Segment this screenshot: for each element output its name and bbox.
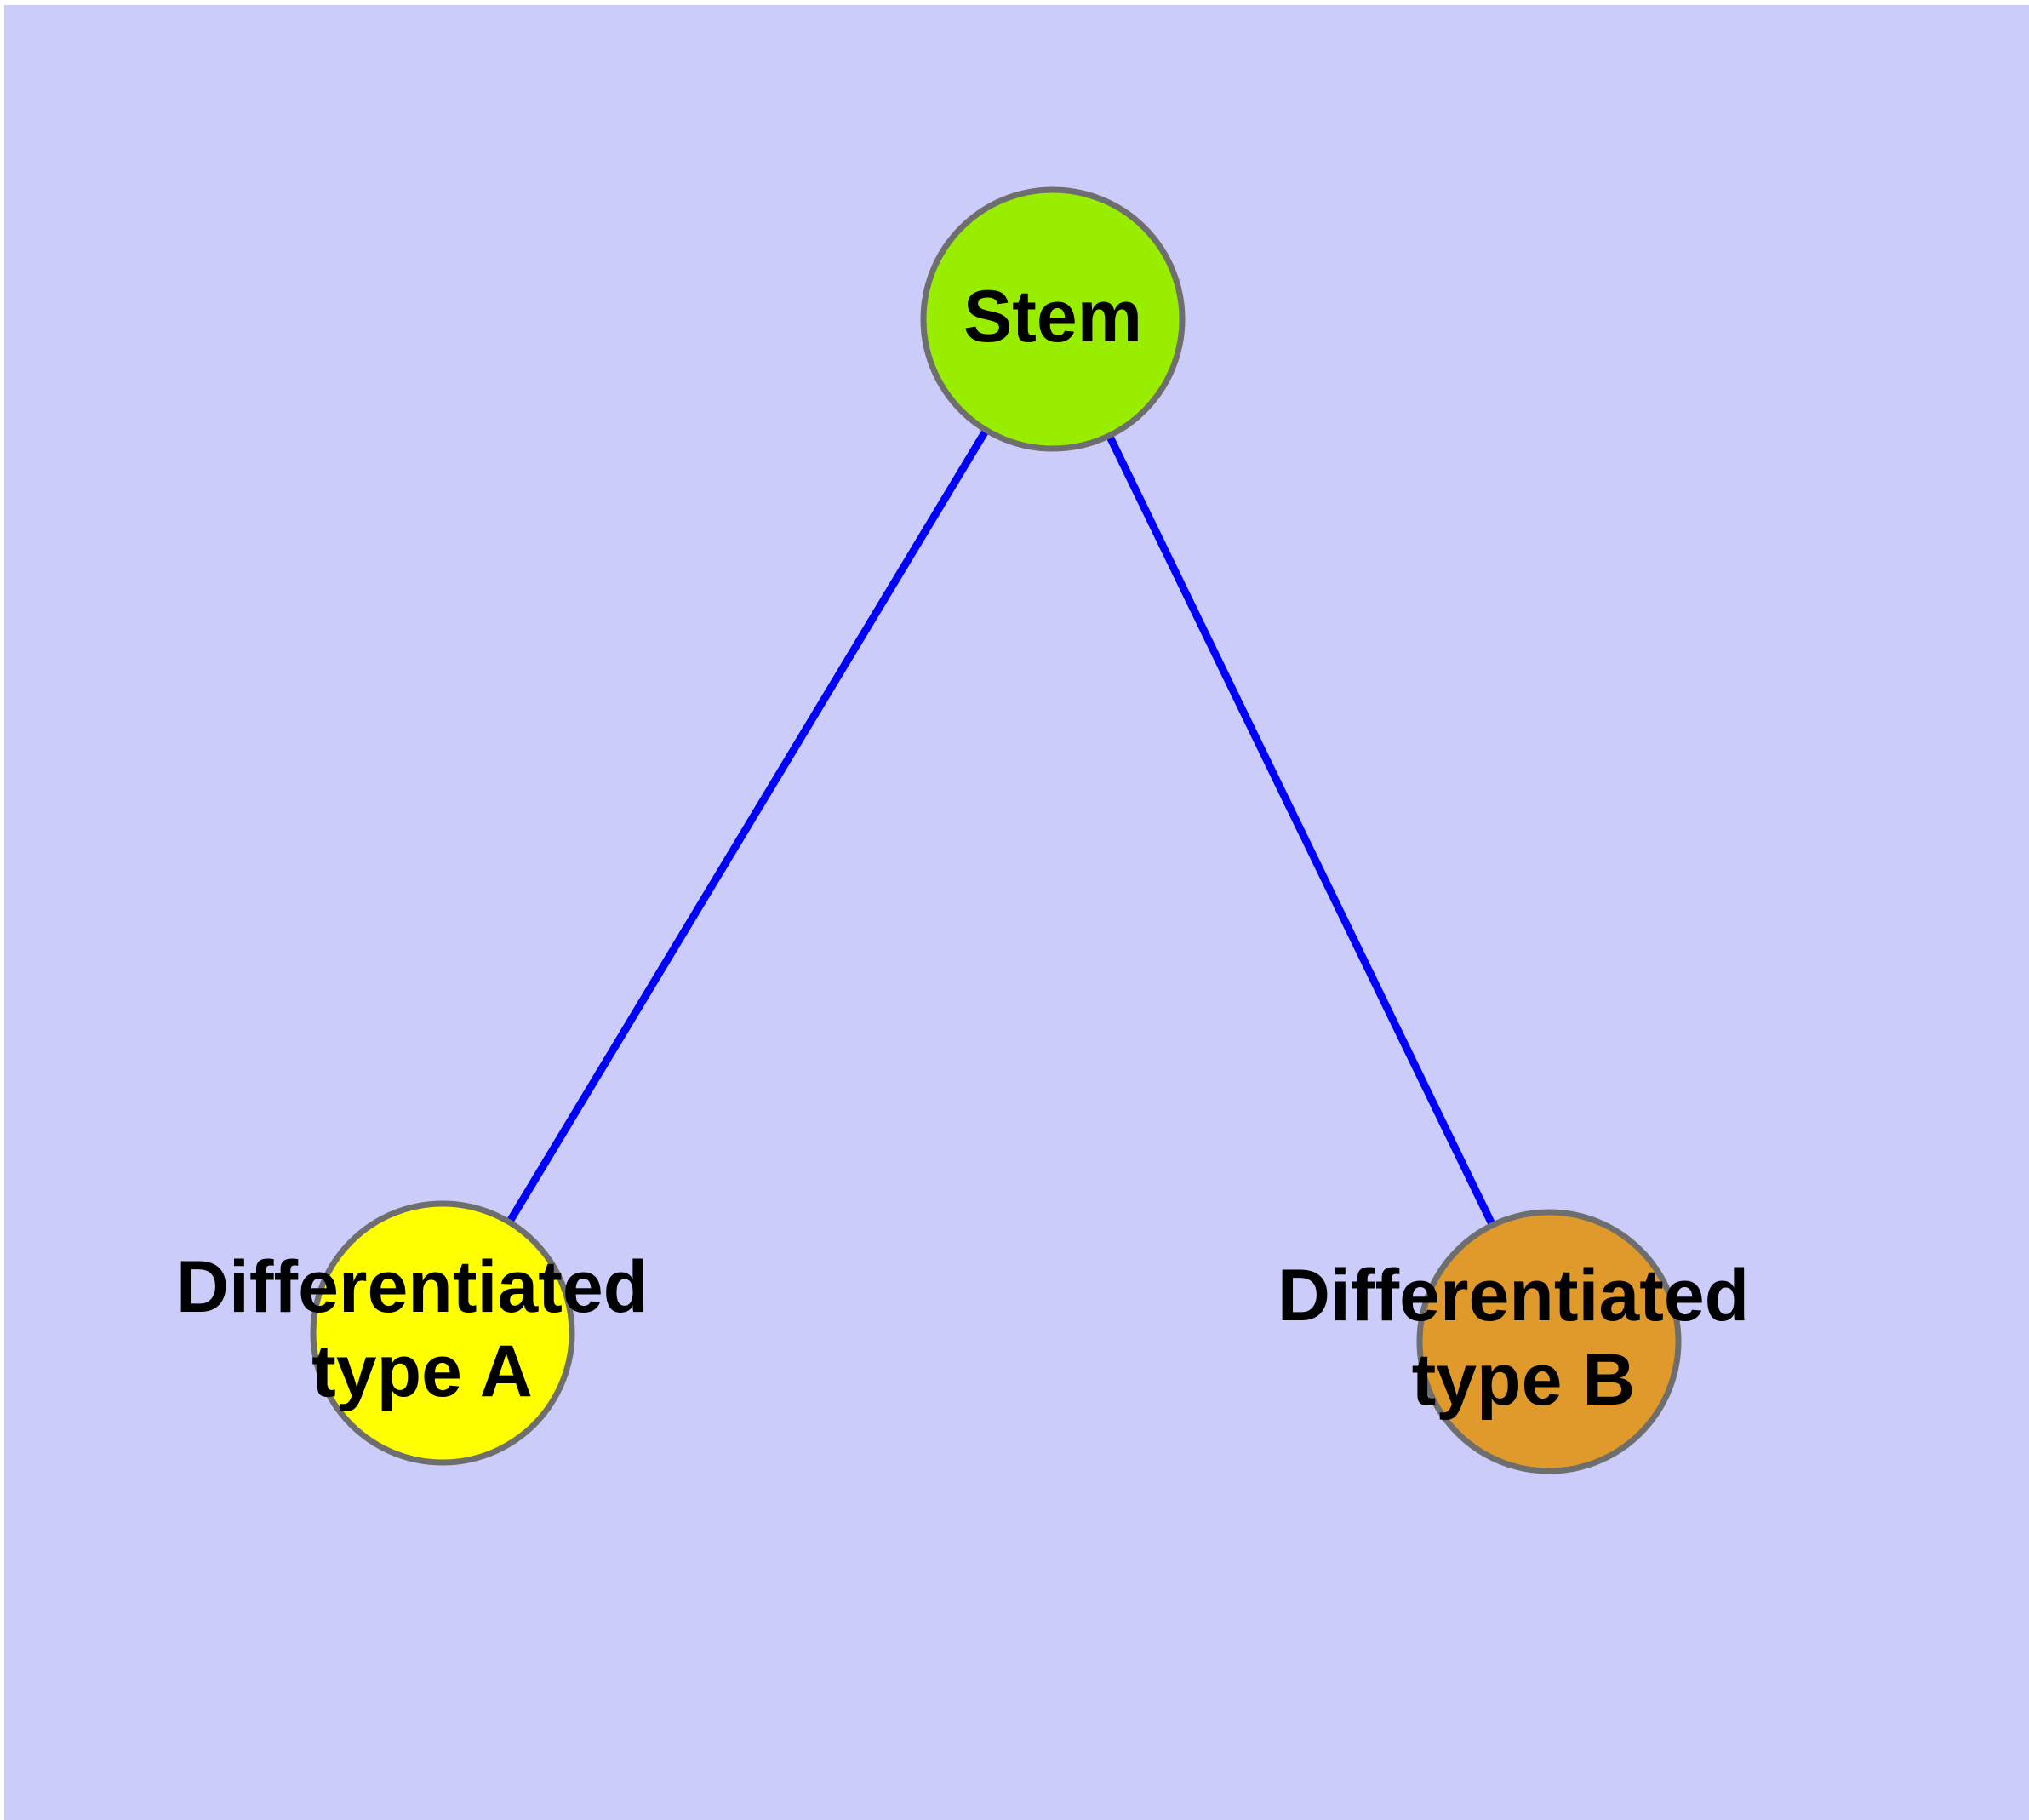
node-diff-b-circle[interactable] [1416,1209,1682,1474]
node-layer: Stem Differentiated type A Differentiate… [176,186,1769,1474]
edge-layer [439,317,1553,1343]
node-diff-b-label: Differentiated type B [1277,1255,1769,1421]
node-stem-label: Stem [963,276,1142,358]
node-diff-a-circle[interactable] [310,1200,575,1466]
node-diff-a-label: Differentiated type A [176,1246,668,1412]
node-stem-circle[interactable] [920,186,1186,452]
node-diff-b[interactable]: Differentiated type B [1277,1209,1769,1474]
edge-stem-to-diff-b[interactable] [1049,318,1553,1343]
edge-stem-to-diff-a[interactable] [439,317,1056,1336]
node-stem[interactable]: Stem [920,186,1186,452]
node-diff-a[interactable]: Differentiated type A [176,1200,668,1466]
